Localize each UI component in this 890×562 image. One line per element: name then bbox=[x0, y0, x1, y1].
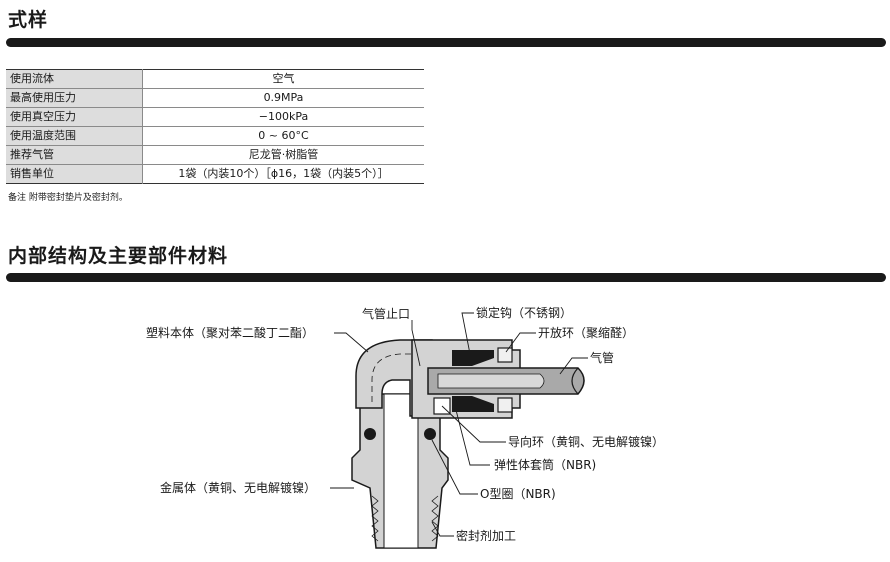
table-row: 推荐气管 尼龙管·树脂管 bbox=[6, 145, 424, 165]
label-lock-claw: 锁定钩（不锈钢） bbox=[476, 305, 572, 320]
leader-elastic-sleeve bbox=[455, 409, 490, 466]
lock-claw-bottom bbox=[452, 396, 494, 412]
thread-marks-left bbox=[371, 495, 379, 542]
spec-label: 销售单位 bbox=[6, 164, 143, 184]
label-plastic-body: 塑料本体（聚对苯二酸丁二酯） bbox=[146, 325, 314, 340]
spec-value: 尼龙管·树脂管 bbox=[142, 145, 424, 165]
table-row: 使用温度范围 0 ~ 60°C bbox=[6, 126, 424, 146]
air-tube-end bbox=[571, 367, 579, 395]
release-ring bbox=[497, 347, 513, 363]
leader-plastic-body bbox=[334, 332, 369, 353]
stem-inner-bore bbox=[383, 393, 419, 549]
spec-label: 推荐气管 bbox=[6, 145, 143, 165]
spec-value: 1袋（内装10个）［ϕ16，1袋（内装5个）］ bbox=[178, 167, 389, 180]
spec-value: −100kPa bbox=[142, 107, 424, 127]
label-sealant: 密封剂加工 bbox=[456, 528, 516, 543]
leader-guide-ring bbox=[441, 405, 506, 443]
footnote: 备注 附带密封垫片及密封剂。 bbox=[8, 193, 128, 203]
spec-table: 使用流体 空气 最高使用压力 0.9MPa 使用真空压力 −100kPa 使用温… bbox=[6, 69, 424, 184]
leader-lines bbox=[330, 312, 588, 537]
spec-label: 最高使用压力 bbox=[6, 88, 143, 108]
leader-release-ring bbox=[505, 332, 536, 353]
table-row: 最高使用压力 0.9MPa bbox=[6, 88, 424, 108]
table-row: 使用真空压力 −100kPa bbox=[6, 107, 424, 127]
section-title-spec: 式样 bbox=[8, 9, 49, 31]
spec-label: 使用真空压力 bbox=[6, 107, 143, 127]
label-metal-body: 金属体（黄铜、无电解镀镍） bbox=[160, 480, 316, 495]
o-ring-right bbox=[424, 428, 436, 440]
leader-o-ring bbox=[431, 439, 478, 495]
lock-claw-top bbox=[452, 350, 494, 366]
table-row: 使用流体 空气 bbox=[6, 69, 424, 89]
leader-tube bbox=[559, 357, 588, 375]
air-tube-inner bbox=[437, 373, 545, 389]
section-rule bbox=[6, 273, 886, 282]
label-guide-ring: 导向环（黄铜、无电解镀镍） bbox=[508, 434, 664, 449]
spec-label: 使用温度范围 bbox=[6, 126, 143, 146]
leader-tube-stop bbox=[411, 320, 421, 367]
fitting-cross-section-diagram: 气管止口 锁定钩（不锈钢） 开放环（聚缩醛） 气管 塑料本体（聚对苯二酸丁二酯）… bbox=[146, 305, 664, 549]
leader-lock-claw bbox=[461, 312, 474, 355]
label-o-ring: O型圈（NBR) bbox=[480, 487, 556, 501]
o-ring-left bbox=[364, 428, 376, 440]
spec-value: 0.9MPa bbox=[142, 88, 424, 108]
section-rule bbox=[6, 38, 886, 47]
spec-value: 空气 bbox=[142, 69, 424, 89]
spec-label: 使用流体 bbox=[6, 69, 143, 89]
leader-sealant bbox=[431, 521, 454, 537]
section-title-structure: 内部结构及主要部件材料 bbox=[8, 245, 229, 267]
table-row: 销售单位 1袋（内装10个）［ϕ16，1袋（内装5个）］ bbox=[6, 164, 424, 184]
label-tube-stop: 气管止口 bbox=[362, 306, 410, 321]
elbow-flow-dash-line bbox=[371, 353, 418, 402]
release-ring-lower bbox=[497, 397, 513, 413]
thread-marks-right bbox=[431, 495, 439, 542]
label-elastic-sleeve: 弹性体套筒（NBR) bbox=[494, 457, 596, 472]
label-release-ring: 开放环（聚缩醛） bbox=[538, 325, 634, 340]
label-tube: 气管 bbox=[590, 350, 614, 365]
spec-value: 0 ~ 60°C bbox=[142, 126, 424, 146]
